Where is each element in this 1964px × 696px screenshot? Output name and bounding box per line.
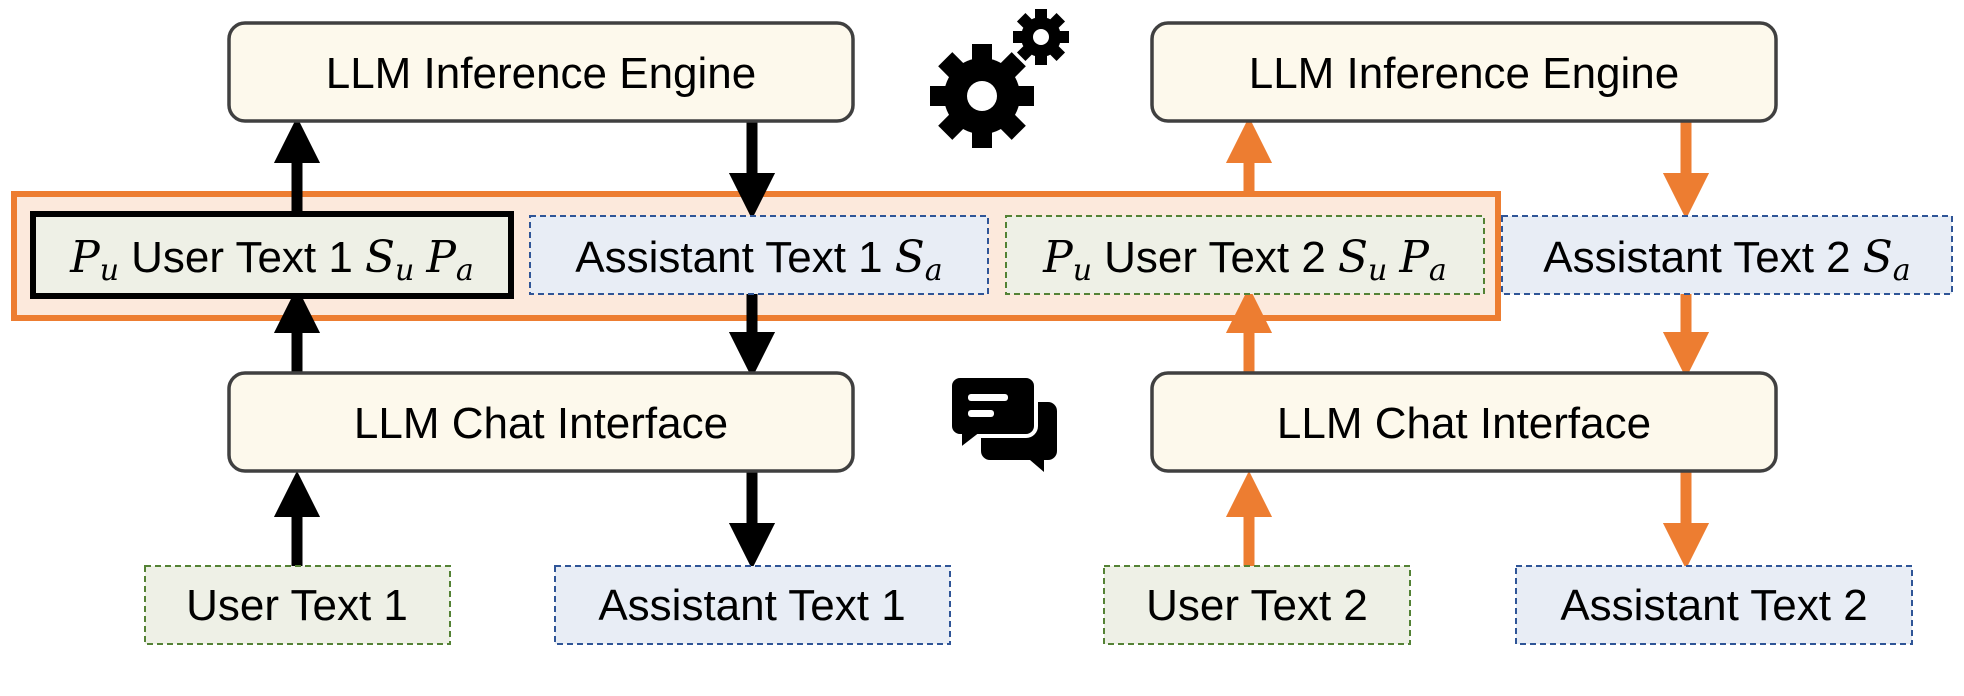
right-arrows (1225, 116, 1710, 570)
left-templated-assistant-box (529, 215, 989, 295)
left-assistant-output-text: Assistant Text 1 (598, 581, 905, 630)
right-chat-label: LLM Chat Interface (1277, 399, 1651, 448)
left-chat-box (227, 371, 855, 473)
left-user-input-text: User Text 1 (186, 581, 408, 630)
right-assistant-output-text: Assistant Text 2 (1560, 581, 1867, 630)
left-assistant-output-box (554, 565, 951, 645)
right-engine-label: LLM Inference Engine (1249, 49, 1680, 98)
right-chat-box (1150, 371, 1778, 473)
left-engine-box (227, 21, 855, 123)
right-templated-user-box (1005, 215, 1485, 295)
left-user-input-box (144, 565, 451, 645)
left-engine-label: LLM Inference Engine (326, 49, 757, 98)
right-user-input-box (1103, 565, 1411, 645)
right-engine-box (1150, 21, 1778, 123)
right-user-input-text: User Text 2 (1146, 581, 1368, 630)
left-arrows (273, 116, 776, 570)
chat-bubbles-icon (948, 374, 1057, 472)
left-templated-user-box (30, 211, 514, 299)
right-templated-assistant-box (1501, 215, 1953, 295)
left-chat-label: LLM Chat Interface (354, 399, 728, 448)
gears-icon (930, 9, 1069, 148)
right-assistant-output-box (1515, 565, 1913, 645)
